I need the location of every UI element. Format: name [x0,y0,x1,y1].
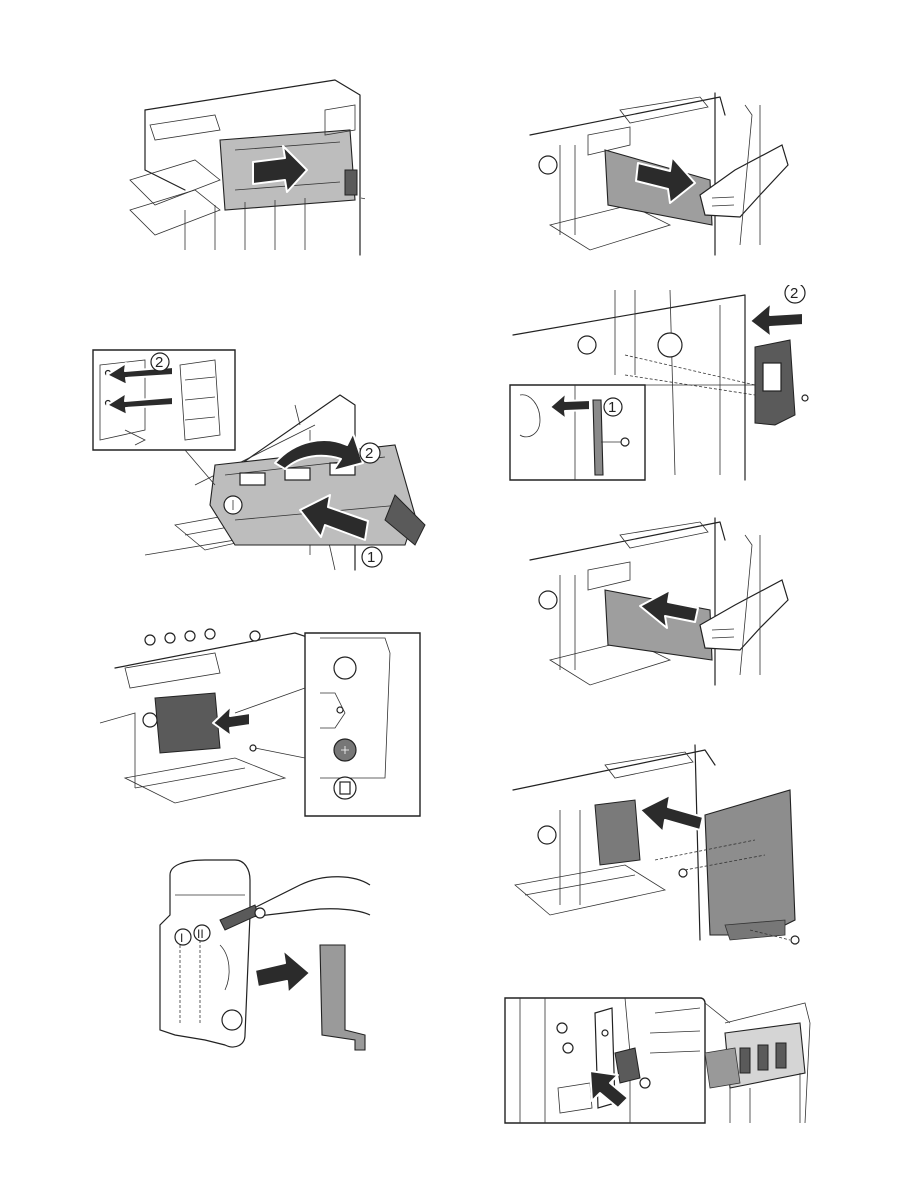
detail-inset-2 [510,385,645,480]
roman-label-2: II [197,927,204,941]
figure-push-cover [520,510,790,690]
step-label-2: 2 [365,445,373,462]
figure-attach-bracket: 2 1 [505,285,820,485]
arrow-left-icon [750,303,803,337]
inset-label-2: 2 [155,354,163,371]
inset-label-1: 1 [608,399,616,416]
arrow-left-icon [640,795,703,832]
figure-pull-cover [520,85,790,260]
figure-attach-cover [505,740,810,950]
figure-finisher-bracket [500,993,815,1128]
detail-inset-3 [305,633,420,816]
cut-tab-piece [320,945,365,1050]
rear-cover [705,790,795,935]
figure-cut-tab: I II [150,855,380,1055]
bracket-unit [155,693,220,753]
figure-slide-bracket [95,628,425,818]
roman-label-1: I [180,931,183,945]
unit-body [210,445,415,545]
step-label-1: 1 [367,549,375,566]
figure-install-unit: 2 1 2 [85,345,440,580]
arrow-right-icon [255,950,310,993]
step-label-2b: 2 [790,285,798,302]
figure-remove-unit [125,70,365,260]
